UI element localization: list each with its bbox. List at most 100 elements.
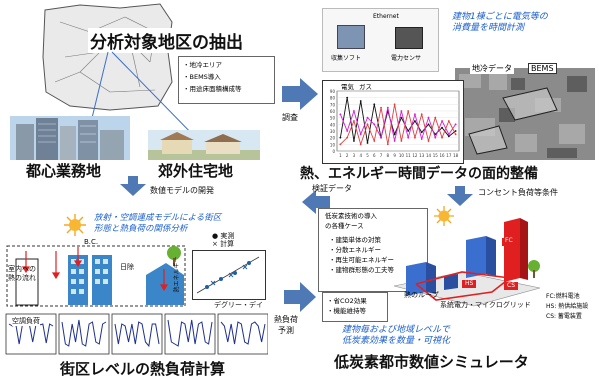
x-tick-label: 13 xyxy=(419,153,425,158)
map-panel-title: 分析対象地区の抽出 xyxy=(88,28,245,53)
data-point xyxy=(400,110,403,112)
y-tick-label: 90 xyxy=(330,89,336,94)
load-chart-line xyxy=(167,319,213,347)
sun-icon xyxy=(64,214,86,236)
legend-electricity: 電気 xyxy=(341,83,354,91)
x-tick-label: 17 xyxy=(446,153,452,158)
pc-icon xyxy=(337,25,365,49)
load-chart-line xyxy=(61,319,107,347)
y-tick-label: 60 xyxy=(330,109,336,114)
data-point xyxy=(373,103,376,106)
x-tick-label: 15 xyxy=(433,153,439,158)
effect-item: ・機能維持等 xyxy=(327,307,366,315)
data-point xyxy=(366,142,369,144)
data-point xyxy=(407,130,410,132)
data-point xyxy=(447,135,450,138)
note-line: 建物1棟ごとに電気等の xyxy=(452,12,548,22)
dhc-data-tag: 地冷データ xyxy=(470,63,514,74)
top-right-title: 熱、エネルギー時間データの面的整備 xyxy=(300,166,538,182)
y-tick-label: 20 xyxy=(330,136,336,141)
cases-header: 低炭素技術の導入 xyxy=(325,212,377,220)
scatter-legend: ● 実測 × 計算 xyxy=(212,232,234,248)
bc-label: B.C. xyxy=(84,238,99,246)
data-point xyxy=(393,133,396,136)
key-item: HS: 熱供給施設 xyxy=(546,303,589,310)
x-tick-label: 8 xyxy=(387,153,390,158)
arrow-heat-load-label: 熱負荷 予測 xyxy=(274,314,298,336)
downtown-photo xyxy=(10,116,130,160)
scatter-plot xyxy=(192,250,266,300)
data-point xyxy=(454,123,457,126)
data-point xyxy=(427,116,430,119)
cs-label: CS xyxy=(507,282,515,289)
data-point xyxy=(407,136,410,139)
x-tick-label: 3 xyxy=(353,153,356,158)
x-tick-label: 5 xyxy=(366,153,369,158)
sun-icon-right xyxy=(434,206,454,226)
y-tick-label: 70 xyxy=(330,102,336,107)
y-tick-label: 30 xyxy=(330,129,336,134)
cases-box: 低炭素技術の導入 の各種ケース ・建築単体の対策 ・分散エネルギー ・再生可能エ… xyxy=(318,208,428,292)
data-point xyxy=(373,140,376,142)
arrow-outlet-label: コンセント負荷等条件 xyxy=(478,188,558,197)
downtown-label: 都心業務地 xyxy=(26,162,102,180)
data-point xyxy=(380,106,382,109)
data-point xyxy=(454,133,457,136)
load-charts-row xyxy=(4,312,269,358)
case-item: ・建築単体の対策 xyxy=(329,236,381,244)
bullet: ・用途床面積構成等 xyxy=(183,85,242,93)
hs-label: HS xyxy=(465,280,474,287)
load-chart-line xyxy=(114,321,160,348)
heat-flow-label: 室内への 熱の流れ xyxy=(8,265,36,283)
legend-gas: ガス xyxy=(359,83,372,91)
data-point xyxy=(366,123,369,126)
y-tick-label: 50 xyxy=(330,116,336,121)
data-point xyxy=(420,131,423,134)
data-point xyxy=(353,140,355,142)
data-point xyxy=(447,120,450,122)
suburb-label: 郊外住宅地 xyxy=(158,162,234,180)
y-tick-label: 80 xyxy=(330,96,336,101)
note-line: 形態と熱負荷の関係分析 xyxy=(94,224,188,234)
data-point xyxy=(400,140,403,142)
district-3d-diagram xyxy=(392,214,542,312)
tree-icon xyxy=(166,246,182,266)
measurement-note: 建物1棟ごとに電気等の 消費量を時間計測 xyxy=(452,12,548,34)
collector-label: 収集ソフト xyxy=(331,55,362,62)
bottom-left-title: 街区レベルの熱負荷計算 xyxy=(60,360,226,378)
data-point xyxy=(441,120,443,122)
effect-item: ・省CO2効果 xyxy=(327,297,367,305)
data-point xyxy=(339,143,342,146)
y-tick-label: 0 xyxy=(332,149,335,154)
x-tick-label: 16 xyxy=(440,153,446,158)
note-line: 消費量を時間計測 xyxy=(452,23,525,33)
x-tick-label: 18 xyxy=(453,153,459,158)
data-point xyxy=(434,133,437,136)
arrow-verify-label: 検証データ xyxy=(312,184,352,193)
bottom-right-title: 低炭素都市数値シミュレータ xyxy=(334,353,529,371)
label-line: 室内への xyxy=(8,265,36,273)
fc-label: FC xyxy=(505,237,513,244)
data-point xyxy=(346,130,349,132)
case-item: ・分散エネルギー xyxy=(329,246,381,254)
x-tick-label: 2 xyxy=(346,153,349,158)
simulator-note: 建物毎および地域レベルで 低炭素効果を数量・可視化 xyxy=(342,325,450,347)
sensor-icon xyxy=(395,27,423,49)
data-point xyxy=(434,136,437,139)
bullet: ・地冷エリア xyxy=(183,61,222,69)
data-point xyxy=(339,136,342,139)
shade-label: 日除 xyxy=(120,263,134,271)
data-point xyxy=(427,140,430,142)
data-point xyxy=(407,110,410,112)
data-point xyxy=(447,133,450,136)
data-point xyxy=(454,130,457,132)
data-point xyxy=(366,116,369,119)
arrow-survey xyxy=(282,78,318,110)
data-point xyxy=(400,116,403,119)
data-point xyxy=(434,116,437,119)
arrow-outlet xyxy=(447,186,473,206)
x-tick-label: 11 xyxy=(406,153,412,158)
arrow-heat-load xyxy=(284,282,316,312)
